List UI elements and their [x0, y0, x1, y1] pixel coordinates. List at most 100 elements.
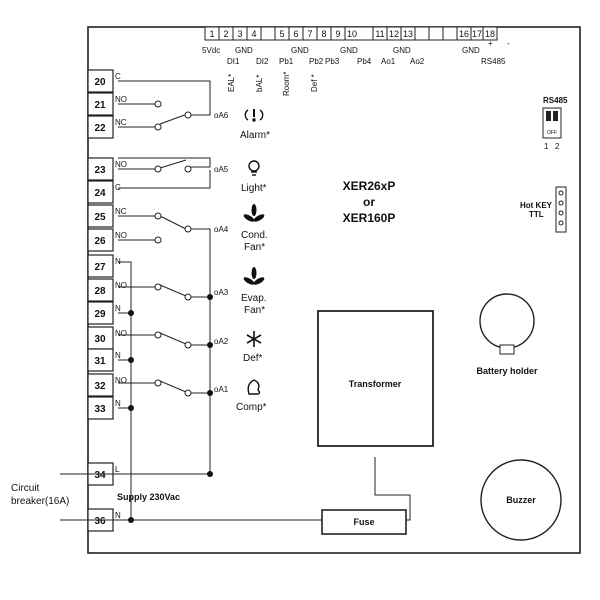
label-gnd-1: GND	[235, 46, 253, 55]
terminal-21	[87, 92, 114, 116]
top-terminal-number: 1	[209, 29, 214, 39]
top-terminal-number: 12	[389, 29, 399, 39]
terminal-32	[87, 373, 114, 397]
top-terminal-number: 9	[335, 29, 340, 39]
terminal-20	[87, 69, 114, 93]
top-terminal-number: 3	[237, 29, 242, 39]
terminal-function-label: N	[115, 351, 121, 360]
cond-fan-icon	[243, 204, 265, 222]
rs485-switch-title: RS485	[543, 96, 568, 105]
label-gnd-4: GND	[393, 46, 411, 55]
label-pb3: Pb3	[325, 57, 340, 66]
top-terminal-number: 4	[251, 29, 256, 39]
terminal-function-label: C	[115, 72, 121, 81]
terminal-number: 33	[94, 404, 106, 415]
terminal-function-label: NO	[115, 281, 127, 290]
load-comp: Comp*	[236, 402, 267, 413]
dip-position-2: 2	[555, 142, 560, 151]
label-pb1: Pb1	[279, 57, 294, 66]
terminal-number: 24	[94, 188, 106, 199]
load-cond: Cond.	[241, 230, 268, 241]
terminal-number: 22	[94, 123, 106, 134]
top-terminal-number: 8	[321, 29, 326, 39]
terminal-number: 26	[94, 236, 106, 247]
label-ao1: Ao1	[381, 57, 396, 66]
output-oa5: oA5	[214, 165, 229, 174]
load-evap-fan: Fan*	[244, 305, 265, 316]
load-alarm: Alarm*	[240, 130, 270, 141]
terminal-number: 36	[94, 516, 106, 527]
top-terminal-number: 17	[472, 29, 482, 39]
label-room: Room*	[282, 72, 291, 96]
terminal-number: 32	[94, 381, 106, 392]
label-gnd-5: GND	[462, 46, 480, 55]
label-minus: -	[507, 39, 510, 48]
terminal-function-label: NO	[115, 95, 127, 104]
terminal-function-label: NC	[115, 207, 127, 216]
battery-tab	[499, 344, 515, 355]
top-terminal-number: 10	[347, 29, 357, 39]
terminal-number: 23	[94, 165, 106, 176]
terminal-number: 21	[94, 100, 106, 111]
buzzer	[480, 459, 562, 541]
terminal-number: 20	[94, 77, 106, 88]
label-pb2: Pb2	[309, 57, 324, 66]
terminal-number: 25	[94, 212, 106, 223]
terminal-23	[87, 157, 114, 181]
terminal-33	[87, 396, 114, 420]
terminal-function-label: L	[115, 465, 120, 474]
terminal-26	[87, 228, 114, 252]
terminal-number: 27	[94, 262, 106, 273]
terminal-31	[87, 348, 114, 372]
fuse-label: Fuse	[353, 517, 374, 527]
terminal-22	[87, 115, 114, 139]
top-terminal-number: 5	[279, 29, 284, 39]
terminal-function-label: N	[115, 304, 121, 313]
terminal-function-label: NO	[115, 231, 127, 240]
fuse-box	[321, 509, 407, 535]
dip-2	[553, 111, 558, 121]
top-terminal-number: 16	[459, 29, 469, 39]
terminal-function-label: NO	[115, 160, 127, 169]
label-def-probe: Def *	[310, 74, 319, 92]
terminal-25	[87, 204, 114, 228]
compressor-icon	[247, 379, 261, 395]
transformer-label: Transformer	[349, 379, 402, 389]
top-terminal-number: 11	[375, 29, 384, 39]
label-eal: EAL*	[227, 74, 236, 92]
output-oa6: oA6	[214, 111, 229, 120]
dip-1	[546, 111, 551, 121]
load-evap: Evap.	[241, 293, 267, 304]
label-di2: DI2	[256, 57, 269, 66]
load-light: Light*	[241, 183, 267, 194]
terminal-function-label: NO	[115, 376, 127, 385]
top-terminal-number: 6	[293, 29, 298, 39]
defrost-icon	[246, 331, 262, 347]
label-di1: DI1	[227, 57, 240, 66]
terminal-function-label: NO	[115, 329, 127, 338]
model-line-2: or	[363, 195, 375, 209]
hotkey-pins	[558, 190, 564, 226]
buzzer-label: Buzzer	[506, 495, 536, 505]
battery-holder	[479, 293, 535, 349]
hotkey-line-1: Hot KEY	[520, 201, 553, 210]
breaker-line-1: Circuit	[11, 483, 40, 494]
label-gnd-2: GND	[291, 46, 309, 55]
terminal-number: 34	[94, 470, 106, 481]
hotkey-connector[interactable]	[555, 186, 567, 233]
label-5vdc: 5Vdc	[202, 46, 220, 55]
output-oa4: oA4	[214, 225, 229, 234]
top-terminal-cells	[204, 27, 484, 40]
label-bal: bAL*	[255, 75, 264, 92]
battery-label: Battery holder	[476, 366, 538, 376]
output-oa2: oA2	[214, 337, 229, 346]
terminal-function-label: NC	[115, 118, 127, 127]
dip-state: OFF	[547, 130, 557, 136]
model-line-1: XER26xP	[343, 179, 396, 193]
label-ao2: Ao2	[410, 57, 425, 66]
output-oa3: oA3	[214, 288, 229, 297]
terminal-function-label: N	[115, 511, 121, 520]
terminal-number: 30	[94, 334, 106, 345]
relay-contacts	[154, 100, 192, 397]
